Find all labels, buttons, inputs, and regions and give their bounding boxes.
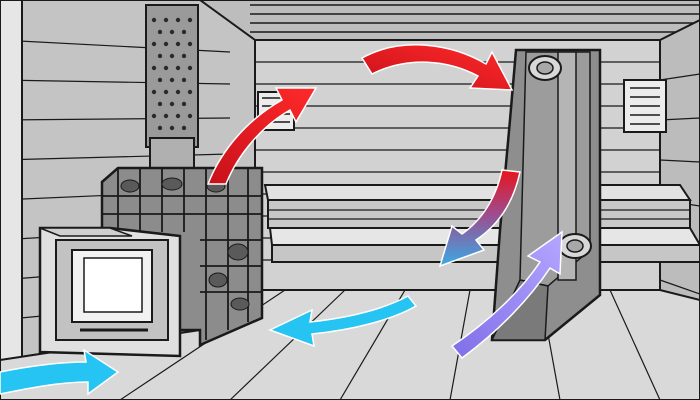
hot-air-rising-arrow [206,87,318,185]
stove-firebox [38,226,182,358]
water-tank-pipe [490,48,602,342]
hot-air-to-ceiling-arrow [360,44,514,91]
fresh-air-inlet-arrow [0,348,120,396]
air-returning-up-arrow [450,230,563,360]
chimney-pipe [145,4,199,169]
cold-air-along-floor-arrow [268,295,418,348]
wall-lamp [623,79,667,133]
air-cooling-down-arrow [438,169,521,268]
